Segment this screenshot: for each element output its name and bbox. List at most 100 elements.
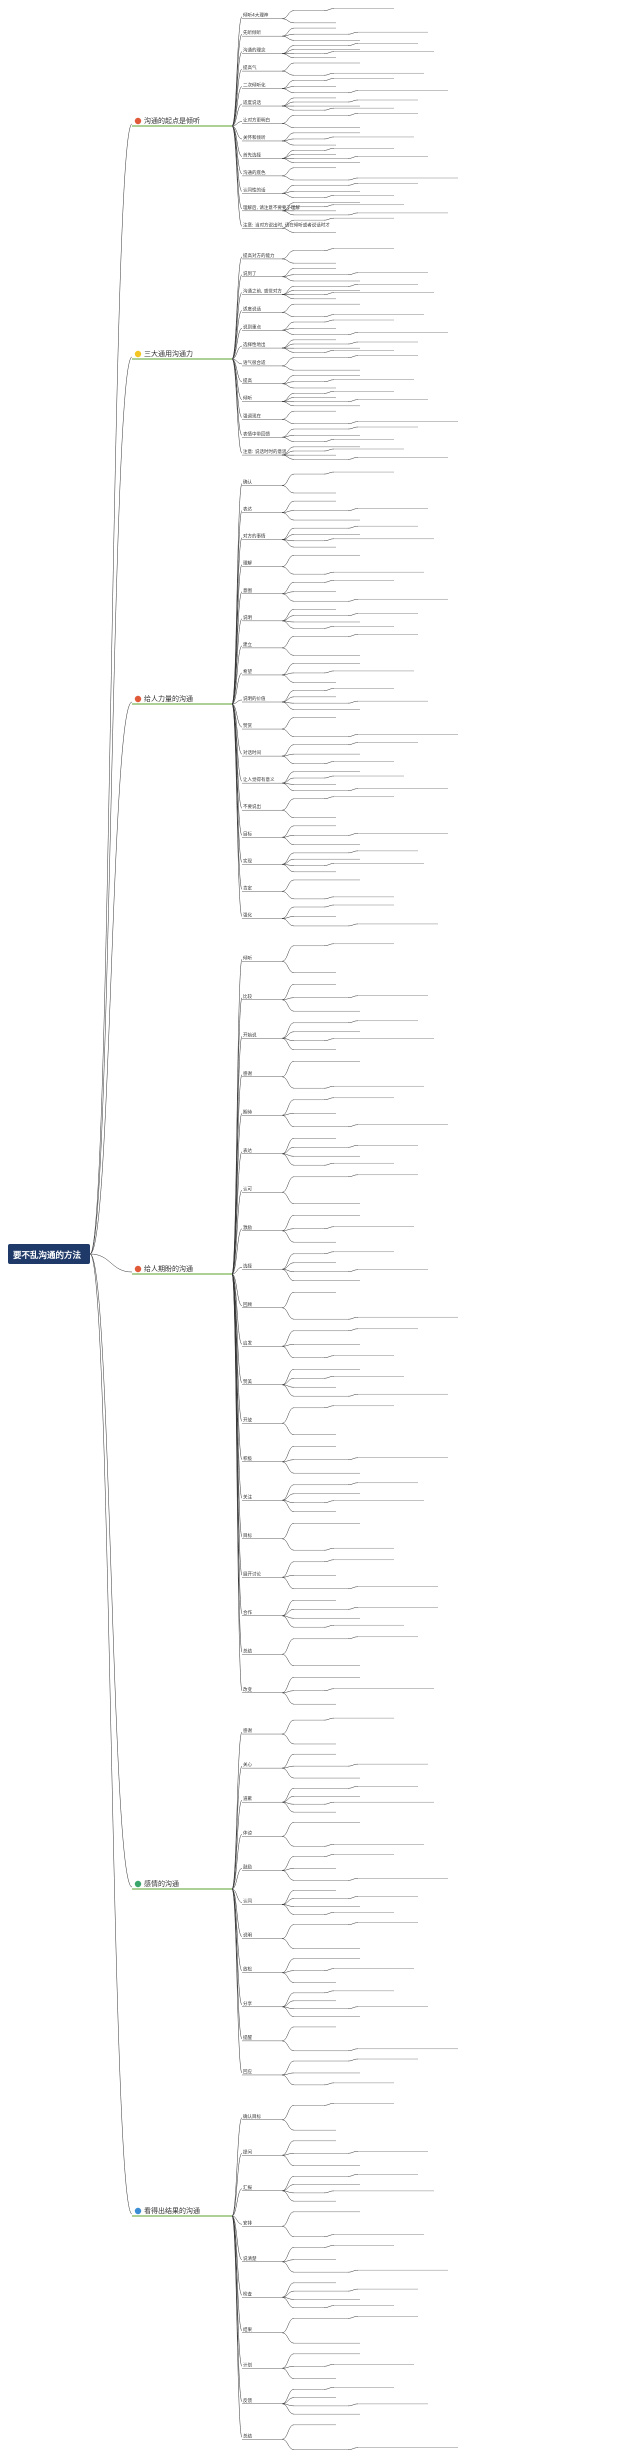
- branch-node[interactable]: 看得出结果的沟通: [132, 2206, 232, 2217]
- leaf-connector: [323, 626, 335, 629]
- leaf-connector: [281, 2153, 295, 2156]
- sub-connector: [231, 292, 243, 360]
- leaf-connector: [281, 86, 295, 89]
- leaf-connector: [347, 2058, 359, 2062]
- leaf-connector: [347, 2447, 359, 2450]
- leaf-connector: [347, 2316, 359, 2319]
- sub-connector: [231, 2215, 243, 2331]
- leaf-connector: [281, 1638, 295, 1655]
- leaf-connector: [347, 1896, 359, 1899]
- leaf-connector: [323, 292, 335, 295]
- leaf-connector: [281, 674, 295, 683]
- leaf-connector: [281, 837, 295, 846]
- sub-node-label: 选择性地出: [243, 341, 266, 348]
- leaf-connector: [281, 274, 295, 277]
- leaf-connector: [323, 217, 335, 221]
- leaf-connector: [347, 1328, 359, 1332]
- sub-node-label: 回应: [243, 2068, 252, 2075]
- leaf-connector: [323, 538, 335, 542]
- leaf-connector: [323, 350, 335, 353]
- sub-connector: [231, 1888, 243, 1937]
- branch-node[interactable]: 给人力量的沟通: [132, 694, 232, 705]
- sub-connector: [231, 1267, 243, 1275]
- root-to-branch-connector: [89, 1253, 133, 1273]
- leaf-connector: [281, 1115, 295, 1127]
- sub-node-label: 积极: [243, 1455, 252, 1462]
- leaf-connector: [281, 728, 295, 737]
- leaf-connector: [281, 1500, 295, 1512]
- leaf-connector: [347, 995, 359, 998]
- leaf-connector: [347, 421, 359, 424]
- leaf-connector: [323, 1162, 335, 1166]
- leaf-connector: [323, 195, 335, 198]
- leaf-connector: [281, 1307, 295, 1320]
- branch-node[interactable]: 三大通用沟通力: [132, 349, 232, 360]
- leaf-connector: [281, 1575, 295, 1578]
- sub-node-label: 二次倾听化: [243, 82, 266, 89]
- leaf-connector: [281, 744, 295, 757]
- leaf-connector: [281, 2332, 295, 2344]
- sub-node-label: 认同: [243, 1898, 252, 1905]
- leaf-connector: [347, 426, 359, 430]
- branch-node[interactable]: 给人期盼的沟通: [132, 1264, 232, 1275]
- leaf-connector: [281, 1292, 295, 1308]
- leaf-connector: [281, 2353, 295, 2369]
- leaf-connector: [281, 609, 295, 622]
- leaf-connector: [347, 177, 359, 181]
- leaf-connector: [347, 1316, 359, 1320]
- sub-node-label: 说到了: [243, 270, 257, 277]
- sub-connector: [231, 345, 243, 360]
- leaf-connector: [323, 379, 335, 382]
- leaf-connector: [347, 923, 359, 927]
- leaf-connector: [323, 943, 335, 947]
- sub-node-label: 表达: [243, 506, 252, 513]
- leaf-connector: [281, 771, 295, 784]
- leaf-connector: [323, 248, 335, 251]
- gear-icon: [134, 695, 142, 703]
- leaf-connector: [323, 1801, 335, 1805]
- sub-node-label: 总结: [243, 1647, 252, 1654]
- sub-node-label: 适度说话: [243, 305, 261, 312]
- leaf-connector: [281, 636, 295, 649]
- leaf-connector: [323, 1990, 335, 1994]
- branch-label: 给人期盼的沟通: [144, 1264, 193, 1273]
- leaf-connector: [281, 2072, 295, 2076]
- leaf-connector: [347, 613, 359, 616]
- leaf-connector: [347, 43, 359, 46]
- branch-node[interactable]: 感情的沟通: [132, 1879, 232, 1890]
- sub-connector: [231, 121, 243, 127]
- leaf-connector: [323, 1500, 335, 1503]
- leaf-connector: [281, 276, 295, 282]
- leaf-connector: [281, 210, 295, 216]
- leaf-connector: [323, 863, 335, 866]
- sub-node-label: 倾听: [243, 395, 252, 402]
- leaf-connector: [323, 2190, 335, 2194]
- sub-node-label: 沟通的底色: [243, 169, 266, 176]
- leaf-connector: [281, 1269, 295, 1281]
- leaf-connector: [281, 1192, 295, 1204]
- leaf-connector: [281, 53, 295, 59]
- sub-node-label: 目标: [243, 1532, 252, 1539]
- sub-node-label: 开放: [243, 1416, 252, 1423]
- sub-node-label: 结果: [243, 2326, 252, 2333]
- leaf-connector: [281, 1654, 295, 1666]
- branch-node[interactable]: 沟通的起点是倾听: [132, 116, 232, 127]
- branch-label: 三大通用沟通力: [144, 349, 193, 358]
- leaf-connector: [281, 2006, 295, 2017]
- leaf-connector: [281, 2259, 295, 2262]
- sub-connector: [231, 2215, 243, 2402]
- leaf-connector: [281, 2105, 295, 2120]
- branch-label: 沟通的起点是倾听: [144, 116, 200, 125]
- sub-connector: [231, 703, 243, 836]
- sub-node-label: 赞赏: [243, 722, 252, 729]
- leaf-connector: [281, 566, 295, 575]
- sub-connector: [231, 1273, 243, 1422]
- leaf-connector: [281, 193, 295, 198]
- leaf-connector: [281, 158, 295, 163]
- leaf-connector: [281, 1344, 295, 1347]
- leaf-connector: [323, 688, 335, 691]
- leaf-connector: [281, 2074, 295, 2086]
- leaf-connector: [323, 580, 335, 583]
- leaf-connector: [281, 175, 295, 181]
- leaf-connector: [347, 90, 359, 93]
